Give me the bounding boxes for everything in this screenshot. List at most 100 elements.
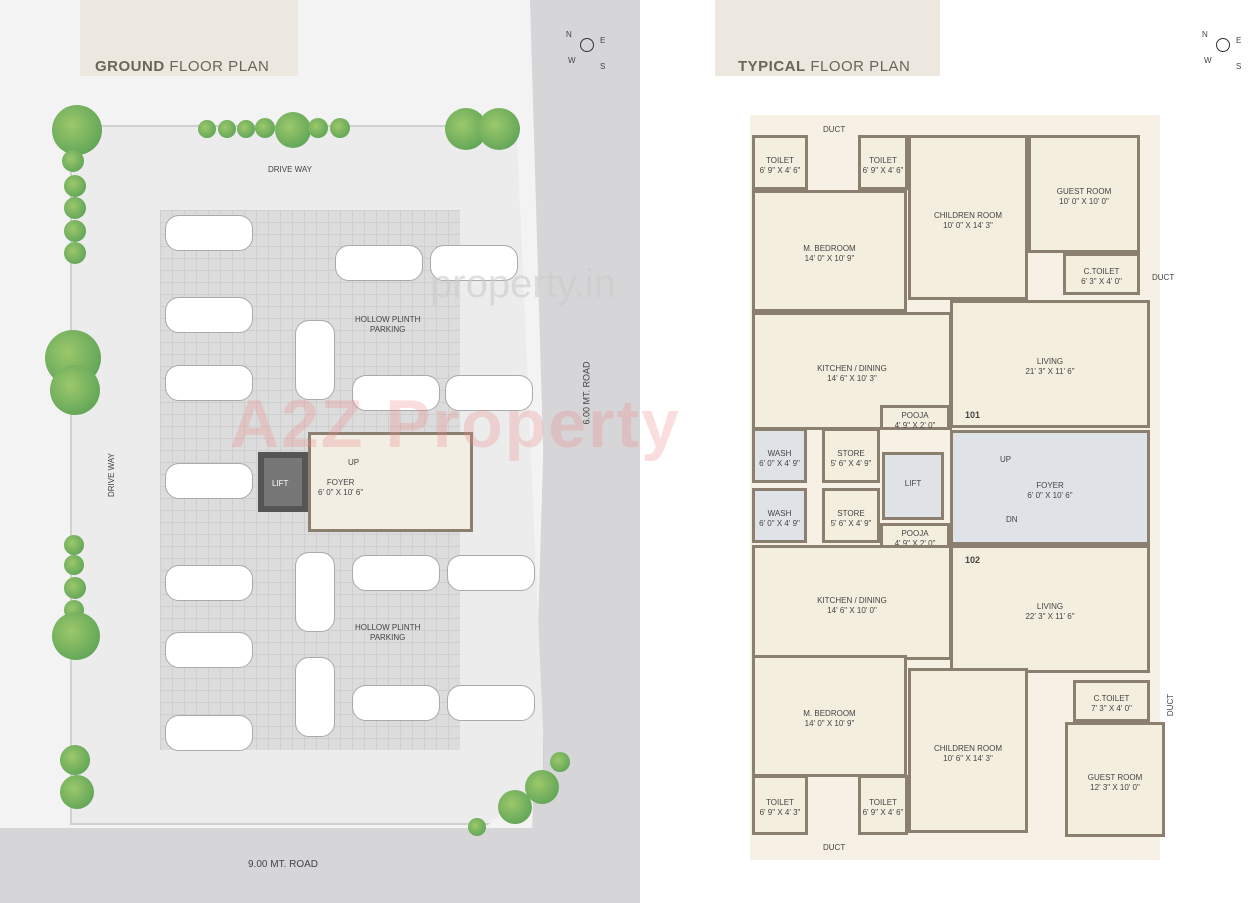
parked-car <box>335 245 423 281</box>
tree-icon <box>255 118 275 138</box>
room-name: GUEST ROOM <box>1087 772 1143 782</box>
road-label: 9.00 MT. ROAD <box>248 859 319 870</box>
foyer-stair <box>308 432 473 532</box>
room-dimensions: 14' 6" X 10' 3" <box>827 374 877 383</box>
room-dimensions: 6' 9" X 4' 6" <box>862 808 904 817</box>
parking-label: HOLLOW PLINTH PARKING <box>355 315 421 334</box>
room-dimensions: 4' 9" X 2' 0" <box>894 538 936 548</box>
tree-icon <box>330 118 350 138</box>
driveway-label: DRIVE WAY <box>107 452 117 498</box>
parked-car <box>165 715 253 751</box>
room-name: CHILDREN ROOM <box>933 210 1002 220</box>
tree-icon <box>218 120 236 138</box>
watermark-url: property.in <box>430 262 617 306</box>
room-dimensions: 6' 3" X 4' 0" <box>1081 277 1122 286</box>
room-dimensions: 14' 0" X 10' 9" <box>804 719 855 728</box>
room-name: CHILDREN ROOM <box>933 743 1002 753</box>
parked-car <box>352 555 440 591</box>
parked-car <box>295 320 335 400</box>
room-name: LIFT <box>904 479 922 488</box>
page-title: GROUND FLOOR PLAN <box>95 58 270 75</box>
tree-icon <box>275 112 311 148</box>
parked-car <box>165 565 253 601</box>
room-name: STORE <box>837 508 865 518</box>
room-dimensions: 7' 3" X 4' 0" <box>1091 704 1132 713</box>
tree-icon <box>64 555 84 575</box>
room-name: C.TOILET <box>1093 694 1130 703</box>
room-dimensions: 10' 0" X 10' 0" <box>1059 197 1109 206</box>
parked-car <box>165 297 253 333</box>
road-bottom <box>0 828 640 903</box>
room-name: TOILET <box>766 798 794 807</box>
lift-label: LIFT <box>272 479 289 488</box>
tree-icon <box>52 105 102 155</box>
room-name: TOILET <box>869 155 897 165</box>
room-name: POOJA <box>901 410 929 420</box>
dn-label: DN <box>1006 515 1018 524</box>
tree-icon <box>308 118 328 138</box>
parked-car <box>165 365 253 401</box>
unit-number: 101 <box>965 410 981 420</box>
room-name: M. BEDROOM <box>803 709 856 718</box>
room-dimensions: 10' 0" X 14' 3" <box>943 220 993 230</box>
room-dimensions: 21' 3" X 11' 6" <box>1025 367 1075 376</box>
room-lift: LIFT <box>882 452 944 520</box>
room-name: LIVING <box>1036 602 1064 611</box>
room-name: KITCHEN / DINING <box>817 364 887 373</box>
room-name: GUEST ROOM <box>1056 187 1112 196</box>
tree-icon <box>478 108 520 150</box>
parked-car <box>295 657 335 737</box>
tree-icon <box>525 770 559 804</box>
room-name: KITCHEN / DINING <box>817 595 887 605</box>
room-name: C.TOILET <box>1083 267 1120 276</box>
tree-icon <box>62 150 84 172</box>
parked-car <box>295 552 335 632</box>
room-dimensions: 14' 6" X 10' 0" <box>827 605 877 615</box>
driveway-label: DRIVE WAY <box>268 165 313 174</box>
room-name: TOILET <box>766 155 794 165</box>
room-name: WASH <box>767 448 792 458</box>
room-dimensions: 5' 6" X 4' 9" <box>830 458 872 468</box>
tree-icon <box>64 535 84 555</box>
tree-icon <box>64 175 86 197</box>
parking-label: HOLLOW PLINTH PARKING <box>355 623 421 642</box>
lift-shaft <box>258 452 308 512</box>
room-name: FOYER <box>1036 480 1064 490</box>
road-right <box>530 0 640 903</box>
room-name: STORE <box>837 448 865 458</box>
duct-label: DUCT <box>823 125 846 134</box>
room-dimensions: 6' 0" X 4' 9" <box>759 518 800 528</box>
tree-icon <box>64 197 86 219</box>
unit-number: 102 <box>965 555 981 565</box>
title-box <box>715 0 940 76</box>
room-dimensions: 6' 9" X 4' 6" <box>862 165 904 175</box>
duct-label: DUCT <box>1152 273 1175 282</box>
room-dimensions: 6' 9" X 4' 6" <box>759 165 801 175</box>
tree-icon <box>64 220 86 242</box>
watermark: A2Z Property <box>230 386 681 462</box>
tree-icon <box>468 818 486 836</box>
room-dimensions: 14' 0" X 10' 9" <box>804 254 855 263</box>
room-dimensions: 10' 6" X 14' 3" <box>943 753 993 763</box>
tree-icon <box>60 775 94 809</box>
room-dimensions: 6' 9" X 4' 3" <box>759 808 801 817</box>
tree-icon <box>550 752 570 772</box>
parked-car <box>165 632 253 668</box>
room-dimensions: 6' 0" X 4' 9" <box>759 458 800 468</box>
room-name: WASH <box>767 508 792 518</box>
